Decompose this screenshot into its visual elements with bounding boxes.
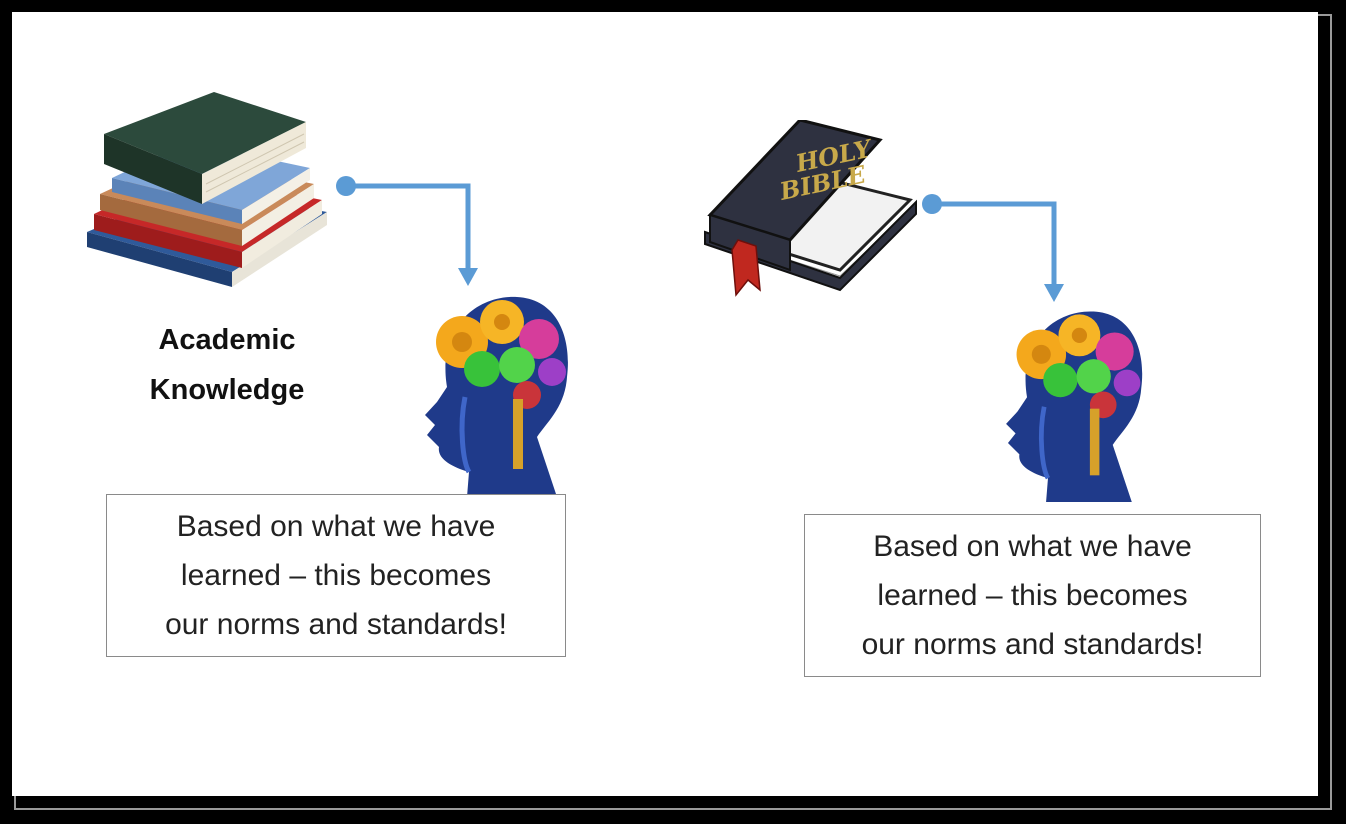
caption-line-1: Based on what we have: [873, 530, 1192, 563]
right-caption-box: Based on what we have learned – this bec…: [804, 514, 1261, 677]
academic-knowledge-label: Academic Knowledge: [122, 315, 332, 415]
caption-line-3: our norms and standards!: [165, 608, 507, 641]
caption-line-3: our norms and standards!: [861, 628, 1204, 661]
brain-gears-head-icon: [425, 296, 568, 497]
left-connector-arrow: [336, 176, 478, 286]
right-connector-arrow: [922, 194, 1064, 302]
left-caption-box: Based on what we have learned – this bec…: [106, 494, 566, 657]
brain-gears-head-icon: [1006, 311, 1143, 502]
holy-bible-icon: HOLY BIBLE: [704, 120, 917, 297]
slide-canvas: Academic Knowledge Based on what we have…: [12, 12, 1318, 796]
label-line-2: Knowledge: [149, 374, 305, 406]
stacked-books-icon: [87, 92, 327, 287]
caption-line-1: Based on what we have: [176, 510, 496, 543]
label-line-1: Academic: [158, 324, 296, 356]
caption-line-2: learned – this becomes: [180, 559, 492, 592]
caption-line-2: learned – this becomes: [877, 579, 1188, 612]
